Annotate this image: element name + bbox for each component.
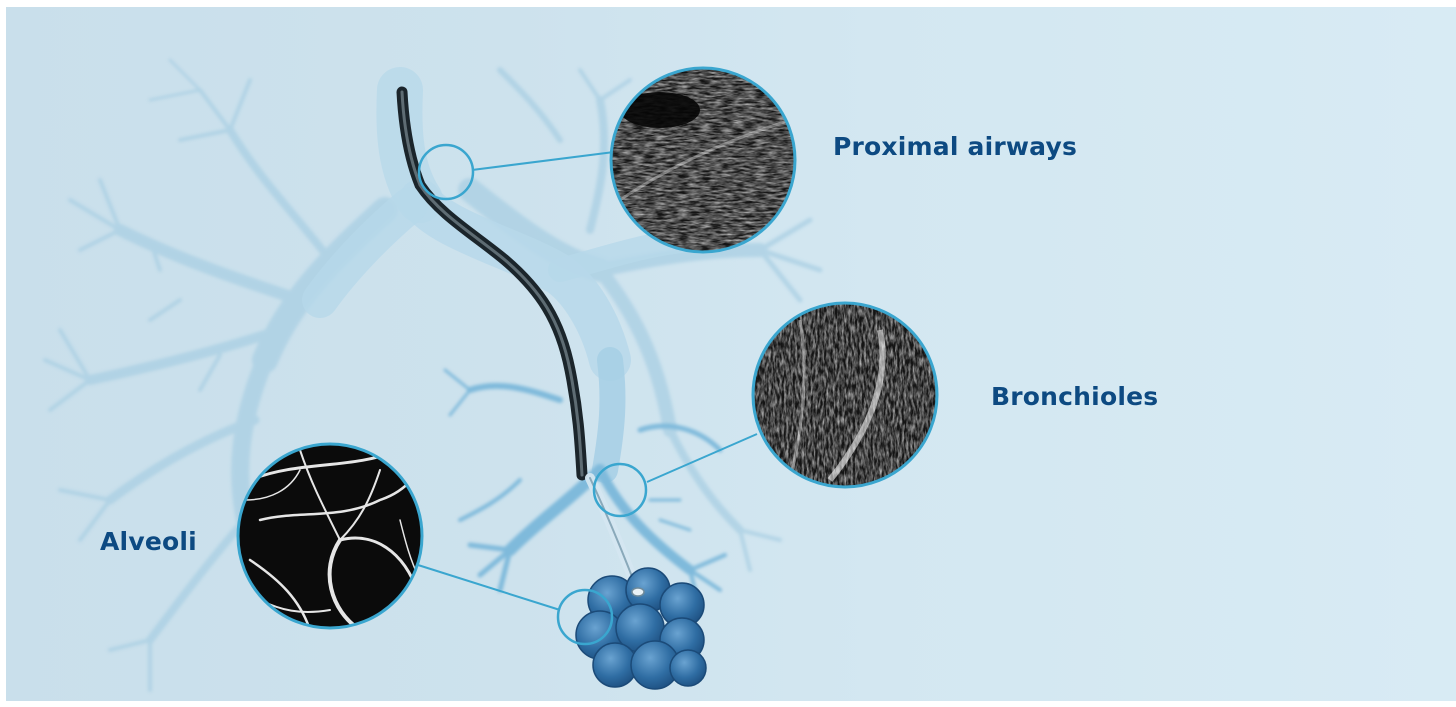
label-proximal-airways: Proximal airways	[833, 132, 1077, 161]
micrograph-bronchioles	[753, 303, 937, 487]
distal-branches	[445, 370, 725, 610]
alveoli-cluster	[576, 568, 706, 689]
micrograph-proximal-airways	[611, 68, 795, 252]
micrograph-alveoli	[238, 444, 430, 630]
label-bronchioles: Bronchioles	[991, 382, 1158, 411]
label-alveoli: Alveoli	[100, 527, 197, 556]
